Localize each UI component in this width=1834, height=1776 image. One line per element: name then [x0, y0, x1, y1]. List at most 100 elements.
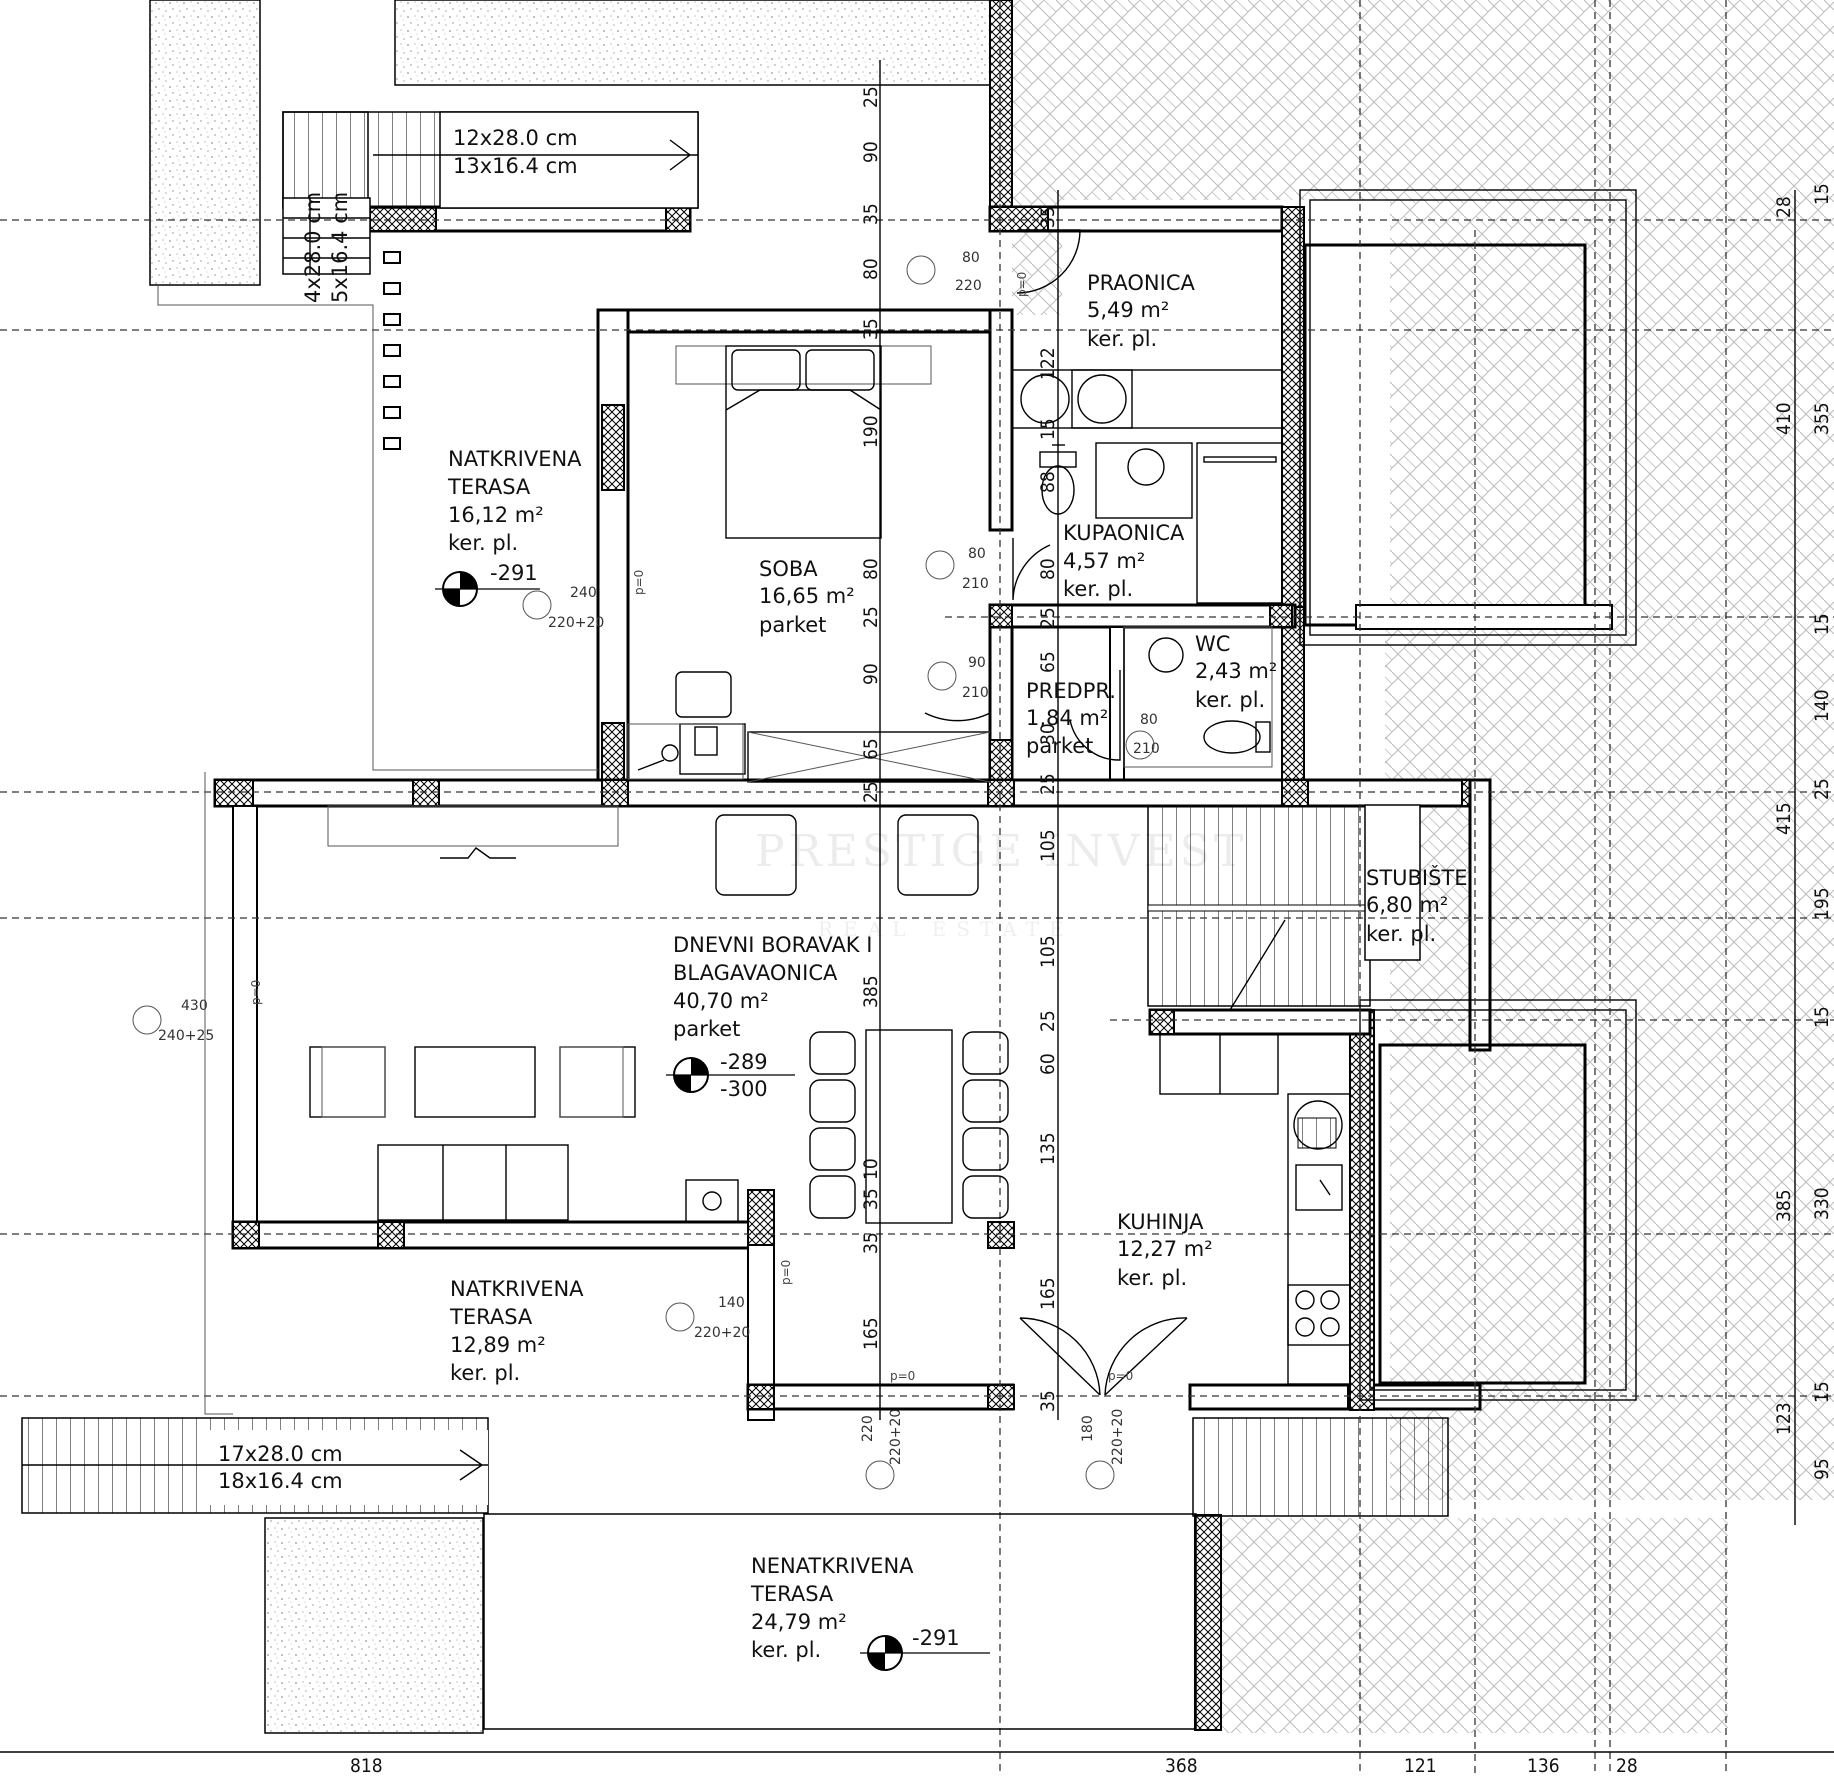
room-wc: WC 2,43 m² ker. pl. [1195, 632, 1277, 712]
opening-west-w: 430 [181, 998, 208, 1014]
opening-soba-h: 210 [962, 576, 989, 592]
opening-terasa-top-h: 220+20 [548, 615, 604, 631]
room-name: PRAONICA [1087, 271, 1195, 295]
p0-label: p=0 [1108, 1369, 1133, 1383]
bed [675, 345, 932, 539]
terrace-posts [383, 251, 401, 450]
room-area: 40,70 m² [673, 989, 769, 1013]
room-floor: ker. pl. [450, 1361, 520, 1385]
dim-value: 65 [1037, 651, 1059, 673]
stair-top-label-a: 12x28.0 cm [453, 126, 578, 150]
room-predpr: PREDPR. 1,84 m² parket [1026, 679, 1116, 758]
room-label-line1: NATKRIVENA [450, 1277, 584, 1301]
terrace-outlines [157, 285, 1197, 1730]
doors [924, 229, 1188, 1396]
room-label-line1: DNEVNI BORAVAK I [673, 933, 872, 957]
room-area: 24,79 m² [751, 1610, 847, 1634]
p0-label: p=0 [1015, 272, 1029, 297]
door-south-b-w: 180 [1080, 1415, 1096, 1442]
level-marker-living [666, 1057, 795, 1093]
dim-value: 25 [860, 781, 882, 803]
room-area: 12,27 m² [1117, 1237, 1213, 1261]
dim-value: 15 [1811, 183, 1833, 205]
dim-value: 385 [1773, 1189, 1795, 1222]
dim-value: 105 [1037, 935, 1059, 968]
dim-chain-vertical-2: 35 122 15 88 80 25 65 30 25 105 105 25 6… [1037, 206, 1059, 1412]
dim-value: 25 [1811, 778, 1833, 800]
dim-chain-right-inner: 15 355 15 140 25 195 15 330 15 95 [1811, 183, 1833, 1480]
dim-value: 195 [1811, 887, 1833, 920]
dim-value: 30 [1037, 723, 1059, 745]
p0-label: p=0 [249, 980, 263, 1005]
dim-value: 35 [860, 1232, 882, 1254]
opening-praonica-h: 220 [955, 278, 982, 294]
desk-chair [627, 671, 746, 780]
room-label-line2: BLAGAVAONICA [673, 961, 838, 985]
dim-value: 60 [1037, 1053, 1059, 1075]
room-dnevni-boravak: DNEVNI BORAVAK I BLAGAVAONICA 40,70 m² p… [673, 933, 872, 1041]
room-floor: ker. pl. [448, 531, 518, 555]
dim-chain-right-outer: 28 410 415 385 123 [1773, 196, 1795, 1435]
stair-top-label-b: 13x16.4 cm [453, 154, 578, 178]
room-label-line2: TERASA [750, 1582, 834, 1606]
dim-value: 90 [860, 141, 882, 163]
opening-predpr-w: 90 [968, 655, 986, 671]
room-name: KUPAONICA [1063, 521, 1185, 545]
stair-side [282, 197, 371, 275]
room-name: STUBIŠTE [1366, 865, 1468, 890]
dim-value: 330 [1811, 1187, 1833, 1220]
dim-value: 355 [1811, 402, 1833, 435]
opening-west-h: 240+25 [158, 1028, 214, 1044]
level-front-value: -291 [912, 1626, 960, 1650]
stair-bottom [21, 1417, 489, 1514]
room-area: 5,49 m² [1087, 298, 1169, 322]
dim-value: 190 [860, 415, 882, 448]
opening-soba-w: 80 [968, 546, 986, 562]
ground-hatch-top-left [149, 0, 261, 286]
terrain-hatch-right-low [1385, 620, 1485, 790]
dim-value: 25 [1037, 607, 1059, 629]
stair-south-east [1192, 1417, 1449, 1517]
wc-fixtures [1123, 626, 1273, 768]
opening-terasa-bottom-w: 140 [718, 1295, 745, 1311]
watermark-subtext: REAL ESTATE [818, 917, 1074, 941]
section-markers [132, 255, 1155, 1490]
dim-value: 25 [860, 86, 882, 108]
dim-value: 368 [1165, 1755, 1198, 1776]
room-kuhinja: KUHINJA 12,27 m² ker. pl. [1117, 1210, 1213, 1290]
dim-value: 135 [1037, 1132, 1059, 1165]
living-furniture [309, 805, 979, 1223]
dim-value: 105 [1037, 829, 1059, 862]
dim-value: 28 [1616, 1755, 1638, 1776]
dim-value: 95 [1811, 1458, 1833, 1480]
room-label-line2: TERASA [449, 1305, 533, 1329]
stair-stubiste [1147, 804, 1421, 1011]
dim-value: 15 [1811, 1381, 1833, 1403]
dim-chain-bottom: 818 368 121 136 28 [350, 1755, 1638, 1776]
room-floor: ker. pl. [751, 1638, 821, 1662]
terrain-hatch-right-top [1012, 0, 1834, 200]
room-natkrivena-terasa-bottom: NATKRIVENA TERASA 12,89 m² ker. pl. [449, 1277, 584, 1385]
dim-value: 90 [860, 663, 882, 685]
room-label-line2: TERASA [447, 475, 531, 499]
room-area: 16,12 m² [448, 503, 544, 527]
dim-value: 165 [1037, 1277, 1059, 1310]
room-stubiste: STUBIŠTE 6,80 m² ker. pl. [1366, 865, 1468, 946]
kitchen-units [1159, 1033, 1351, 1385]
room-area: 1,84 m² [1026, 706, 1108, 730]
door-south-a-w: 220 [860, 1415, 876, 1442]
dim-value: 10 [860, 1158, 882, 1180]
dim-value: 80 [860, 558, 882, 580]
dimension-lines [0, 60, 1834, 1753]
dim-value: 15 [1811, 613, 1833, 635]
dim-value: 140 [1811, 689, 1833, 722]
dim-value: 80 [1037, 558, 1059, 580]
room-floor: ker. pl. [1366, 922, 1436, 946]
terrain-hatch-right-mid [1390, 200, 1834, 1500]
opening-wc-w: 80 [1140, 712, 1158, 728]
stair-bottom-label-b: 18x16.4 cm [218, 1469, 343, 1493]
room-area: 2,43 m² [1195, 659, 1277, 683]
room-floor: ker. pl. [1195, 688, 1265, 712]
room-area: 6,80 m² [1366, 893, 1448, 917]
